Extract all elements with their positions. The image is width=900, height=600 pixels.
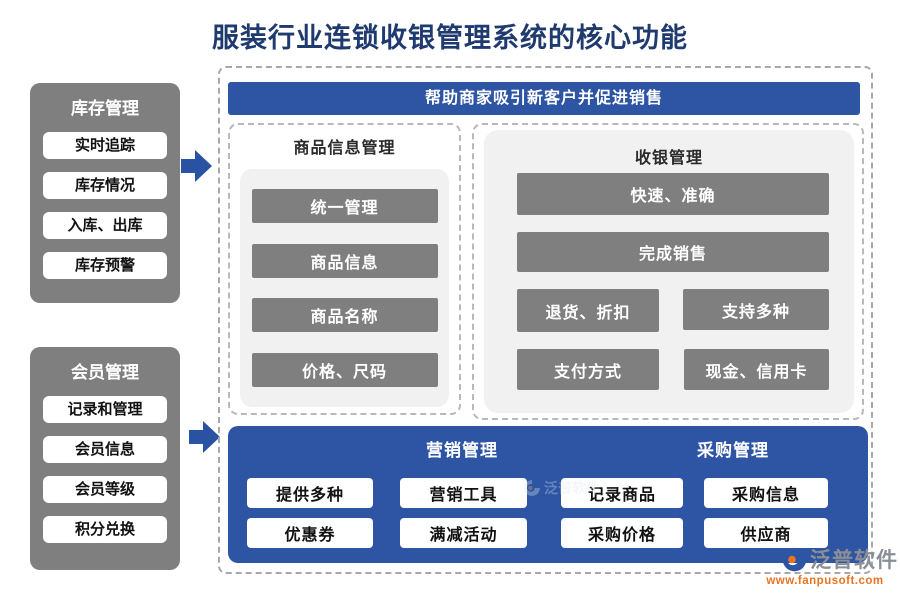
arrow-right-icon	[181, 150, 212, 182]
page-title: 服装行业连锁收银管理系统的核心功能	[212, 23, 688, 53]
arrow-head	[203, 421, 220, 453]
top-banner: 帮助商家吸引新客户并促进销售	[228, 82, 860, 115]
inventory-panel: 库存管理 实时追踪 库存情况 入库、出库 库存预警	[30, 83, 180, 303]
brand-name: 泛普软件	[810, 549, 898, 572]
marketing-item: 提供多种	[247, 478, 373, 508]
brand-logo: 泛普软件 www.fanpusoft.com	[752, 544, 898, 587]
cashier-title: 收银管理	[634, 150, 703, 167]
main-dashed-container: 帮助商家吸引新客户并促进销售 商品信息管理 统一管理 商品信息 商品名称 价格、…	[218, 66, 873, 574]
marketing-item: 营销工具	[400, 478, 527, 508]
member-item: 会员信息	[43, 436, 167, 463]
marketing-item: 优惠券	[247, 518, 373, 548]
product-info-box: 商品信息管理 统一管理 商品信息 商品名称 价格、尺码	[228, 123, 461, 415]
marketing-item: 满减活动	[400, 518, 527, 548]
product-info-inner: 统一管理 商品信息 商品名称 价格、尺码	[240, 169, 449, 407]
purchasing-item: 记录商品	[561, 478, 683, 508]
watermark-logo: 泛普软件	[523, 478, 600, 498]
cashier-box: 收银管理 快速、准确 完成销售 退货、折扣 支持多种 支付方式 现金、信用卡	[472, 123, 864, 420]
marketing-title: 营销管理	[426, 441, 498, 460]
product-info-item: 价格、尺码	[251, 352, 438, 387]
cashier-item: 完成销售	[517, 232, 829, 272]
member-panel-title: 会员管理	[71, 363, 139, 382]
inventory-item: 实时追踪	[43, 132, 167, 159]
member-item: 积分兑换	[43, 516, 167, 543]
member-item: 会员等级	[43, 476, 167, 503]
product-info-item: 统一管理	[251, 189, 438, 224]
arrow-head	[195, 150, 212, 182]
watermark-text: 泛普软件	[544, 480, 600, 496]
cashier-item: 现金、信用卡	[684, 349, 829, 390]
inventory-item: 库存情况	[43, 172, 167, 199]
purchasing-item: 采购价格	[561, 518, 683, 548]
purchasing-title: 采购管理	[697, 441, 769, 460]
inventory-panel-title: 库存管理	[71, 99, 139, 118]
inventory-item: 入库、出库	[43, 212, 167, 239]
brand-logo-row: 泛普软件	[752, 544, 898, 574]
purchasing-item: 采购信息	[704, 478, 828, 508]
product-info-item: 商品信息	[251, 243, 438, 278]
brand-logo-icon	[782, 547, 807, 571]
member-panel: 会员管理 记录和管理 会员信息 会员等级 积分兑换	[30, 347, 180, 570]
arrow-right-icon	[189, 421, 220, 453]
cashier-item: 快速、准确	[517, 173, 829, 215]
member-item: 记录和管理	[43, 396, 167, 423]
product-info-title: 商品信息管理	[293, 140, 396, 157]
product-info-item: 商品名称	[251, 298, 438, 333]
cashier-item: 退货、折扣	[517, 289, 659, 332]
cashier-item: 支付方式	[517, 349, 659, 390]
watermark-logo-icon	[524, 480, 540, 496]
cashier-inner: 收银管理 快速、准确 完成销售 退货、折扣 支持多种 支付方式 现金、信用卡	[484, 130, 854, 413]
arrow-shaft	[189, 430, 203, 444]
marketing-purchasing-panel: 营销管理 采购管理 提供多种 营销工具 优惠券 满减活动 记录商品 采购信息 采…	[228, 426, 868, 563]
purchasing-item: 供应商	[704, 518, 828, 548]
arrow-shaft	[181, 159, 195, 173]
inventory-item: 库存预警	[43, 252, 167, 279]
cashier-item: 支持多种	[683, 289, 829, 330]
brand-url: www.fanpusoft.com	[766, 575, 884, 587]
